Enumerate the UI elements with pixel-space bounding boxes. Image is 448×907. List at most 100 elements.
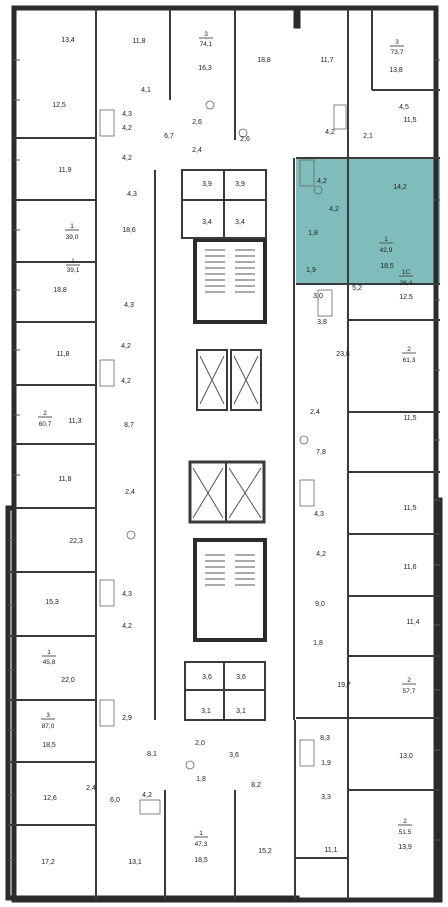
- apartment-area: 73,7: [391, 49, 404, 56]
- room-area: 3,3: [321, 794, 331, 801]
- room-area: 4,2: [122, 155, 132, 162]
- room-area: 11,8: [132, 38, 145, 45]
- room-area-labels: 13,4 11,8 16,3 18,8 11,7 13,8 12,5 4,1 6…: [41, 37, 419, 866]
- apartment-marker[interactable]: 1С 26,4: [399, 269, 413, 287]
- apartment-rooms: 2: [403, 818, 407, 825]
- apartment-rooms: 2: [407, 346, 411, 353]
- room-area: 19,7: [337, 682, 351, 689]
- room-area: 4,2: [325, 129, 335, 136]
- room-area: 6,7: [164, 133, 174, 140]
- apartment-markers: 3 74,1 3 73,7 1 39,0 1 42,9 1 39,1 1С 26…: [38, 31, 416, 848]
- room-area: 11,5: [403, 117, 416, 124]
- apartment-marker[interactable]: 3 73,7: [390, 39, 404, 56]
- room-area: 15,2: [258, 848, 272, 855]
- apartment-marker[interactable]: 3 87,0: [41, 712, 55, 730]
- apartment-rooms: 1: [70, 223, 74, 230]
- apartment-area: 42,9: [380, 247, 393, 254]
- room-area: 18,8: [257, 57, 271, 64]
- apartment-area: 51,5: [399, 829, 412, 836]
- highlighted-apartment[interactable]: [296, 158, 440, 284]
- room-area: 3,6: [236, 674, 246, 681]
- room-area: 3,9: [235, 181, 245, 188]
- room-area: 13,4: [61, 37, 75, 44]
- room-area: 4,3: [314, 511, 324, 518]
- room-area: 6,0: [110, 797, 120, 804]
- room-area: 12,5: [52, 102, 66, 109]
- apartment-rooms: 3: [46, 712, 50, 719]
- room-area: 2,9: [122, 715, 132, 722]
- apartment-marker[interactable]: 1 47,3: [194, 830, 208, 848]
- room-area: 2,6: [240, 136, 250, 143]
- room-area: 4,2: [316, 551, 326, 558]
- room-area: 13,0: [399, 753, 413, 760]
- room-area: 11,4: [406, 619, 419, 626]
- room-area: 2,4: [192, 147, 202, 154]
- room-area: 8,7: [124, 422, 134, 429]
- apartment-rooms: 2: [43, 410, 47, 417]
- apartment-marker[interactable]: 2 51,5: [398, 818, 412, 836]
- apartment-area: 39,1: [67, 267, 80, 274]
- room-area: 9,0: [315, 601, 325, 608]
- room-area: 11,9: [58, 167, 71, 174]
- room-area: 4,3: [124, 302, 134, 309]
- apartment-area: 61,3: [403, 357, 416, 364]
- room-area: 18,6: [122, 227, 136, 234]
- room-area: 4,2: [329, 206, 339, 213]
- room-area: 11,7: [320, 57, 333, 64]
- apartment-marker[interactable]: 3 74,1: [199, 31, 213, 48]
- outer-wall-box: [11, 5, 439, 903]
- apartment-marker[interactable]: 1 39,0: [65, 223, 79, 241]
- room-area: 11,6: [403, 564, 416, 571]
- apartment-area: 74,1: [200, 41, 213, 48]
- room-area: 3,1: [236, 708, 246, 715]
- room-area: 1,9: [321, 760, 331, 767]
- apartment-area: 26,4: [400, 280, 413, 287]
- room-area: 1,8: [308, 230, 318, 237]
- room-area: 11,1: [324, 847, 337, 854]
- apartment-area: 45,8: [43, 659, 56, 666]
- apartment-marker[interactable]: 1 39,1: [66, 258, 80, 274]
- room-area: 2,4: [86, 785, 96, 792]
- apartment-area: 57,7: [403, 688, 416, 695]
- room-area: 14,2: [393, 184, 407, 191]
- room-area: 1,9: [306, 267, 316, 274]
- room-area: 12,6: [43, 795, 57, 802]
- room-area: 1,8: [196, 776, 206, 783]
- room-area: 3,6: [202, 674, 212, 681]
- room-area: 4,1: [141, 87, 151, 94]
- room-area: 11,5: [403, 415, 416, 422]
- apartment-rooms: 1: [384, 236, 388, 243]
- apartment-rooms: 1: [47, 649, 51, 656]
- room-area: 16,3: [198, 65, 212, 72]
- window-ticks: [8, 59, 440, 861]
- room-area: 8,1: [147, 751, 157, 758]
- room-area: 3,9: [202, 181, 212, 188]
- room-area: 7,8: [316, 449, 326, 456]
- apartment-marker[interactable]: 1 45,8: [42, 649, 56, 666]
- room-area: 2,4: [125, 489, 135, 496]
- room-area: 13,1: [128, 859, 142, 866]
- room-area: 2,6: [192, 119, 202, 126]
- room-area: 18,8: [53, 287, 67, 294]
- room-area: 8,2: [251, 782, 261, 789]
- room-area: 4,2: [317, 178, 327, 185]
- apartment-rooms: 1: [199, 830, 203, 837]
- room-area: 22,0: [61, 677, 75, 684]
- apartment-marker[interactable]: 2 60,7: [38, 410, 52, 428]
- room-area: 4,2: [122, 623, 132, 630]
- room-area: 3,0: [313, 293, 323, 300]
- room-area: 11,3: [68, 418, 81, 425]
- room-area: 13,8: [389, 67, 403, 74]
- right-horizontal-walls: [296, 89, 440, 859]
- apartment-marker[interactable]: 2 61,3: [402, 346, 416, 364]
- apartment-marker[interactable]: 2 57,7: [402, 677, 416, 695]
- apartment-rooms: 3: [204, 31, 208, 38]
- room-area: 11,5: [403, 505, 416, 512]
- apartment-marker[interactable]: 1 42,9: [379, 236, 393, 254]
- room-area: 2,4: [310, 409, 320, 416]
- room-area: 13,9: [398, 844, 412, 851]
- room-area: 3,4: [235, 219, 245, 226]
- apartment-area: 87,0: [42, 723, 55, 730]
- room-area: 3,4: [202, 219, 212, 226]
